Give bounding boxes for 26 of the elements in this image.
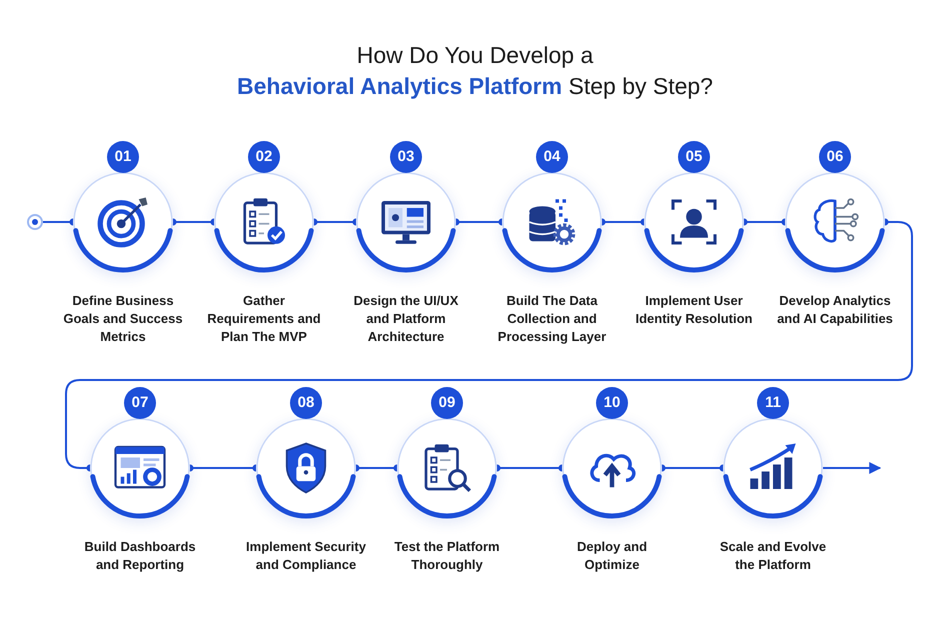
connector-line [65,218,913,472]
step-label: Design the UI/UX and Platform Architecture [352,292,460,346]
step-number: 11 [757,387,789,419]
step-label: Gather Requirements and Plan The MVP [206,292,322,346]
step-number: 09 [431,387,463,419]
title: How Do You Develop a Behavioral Analytics Platform Step by Step? [236,41,714,101]
step-label: Implement User Identity Resolution [634,292,754,328]
step-number: 10 [596,387,628,419]
step-number: 07 [124,387,156,419]
step-label: Test the Platform Thoroughly [393,538,501,574]
step-label: Deploy and Optimize [576,538,648,574]
step-number: 02 [248,141,280,173]
step-label: Build Dashboards and Reporting [83,538,197,574]
step-number: 03 [390,141,422,173]
arrow [823,462,882,474]
step-number: 06 [819,141,851,173]
step-number: 08 [290,387,322,419]
step-label: Build The Data Collection and Processing Layer [496,292,608,346]
step-number: 05 [678,141,710,173]
step-number: 04 [536,141,568,173]
step-label: Implement Security and Compliance [245,538,367,574]
step-label: Scale and Evolve the Platform [718,538,828,574]
step-label: Define Business Goals and Success Metrics [62,292,184,346]
step-number: 01 [107,141,139,173]
start-dot [27,214,43,230]
step-label: Develop Analytics and AI Capabilities [776,292,894,328]
